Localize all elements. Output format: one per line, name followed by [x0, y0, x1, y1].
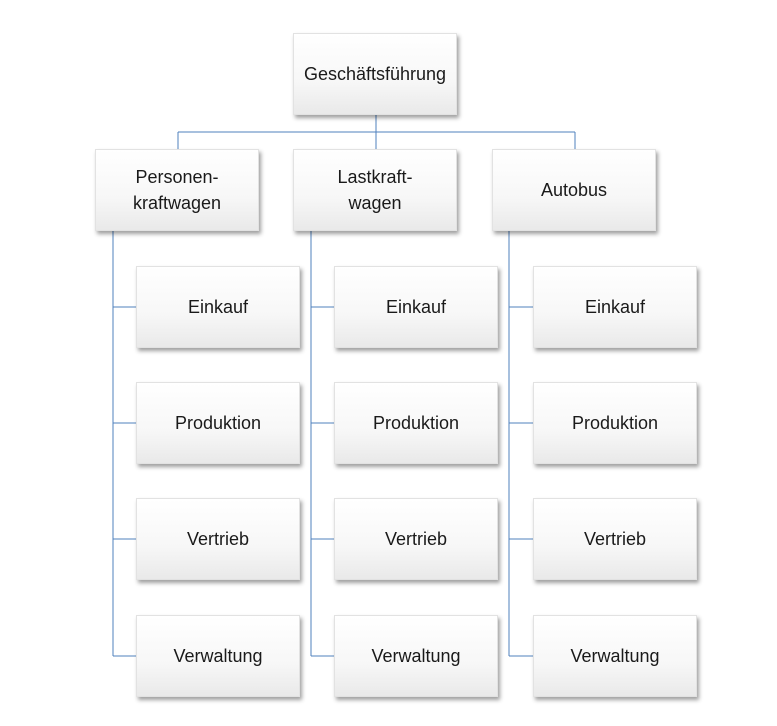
division-label: Personen- kraftwagen — [132, 167, 222, 213]
unit-box-pkw-einkauf: Einkauf — [136, 266, 300, 348]
unit-label: Einkauf — [187, 297, 249, 317]
unit-box-bus-produktion: Produktion — [533, 382, 697, 464]
unit-box-pkw-vertrieb: Vertrieb — [136, 498, 300, 580]
unit-label: Vertrieb — [186, 529, 250, 549]
unit-label: Verwaltung — [371, 646, 461, 666]
division-box-personenkraftwagen: Personen- kraftwagen — [95, 149, 259, 231]
division-box-lastkraftwagen: Lastkraft- wagen — [293, 149, 457, 231]
root-box-geschaeftsfuehrung: Geschäftsführung — [293, 33, 457, 115]
unit-box-bus-einkauf: Einkauf — [533, 266, 697, 348]
unit-box-lkw-vertrieb: Vertrieb — [334, 498, 498, 580]
unit-label: Vertrieb — [583, 529, 647, 549]
unit-box-pkw-verwaltung: Verwaltung — [136, 615, 300, 697]
unit-box-bus-vertrieb: Vertrieb — [533, 498, 697, 580]
division-label: Lastkraft- wagen — [337, 167, 413, 213]
division-label: Autobus — [540, 180, 608, 200]
unit-label: Produktion — [174, 413, 262, 433]
unit-label: Einkauf — [584, 297, 646, 317]
division-box-autobus: Autobus — [492, 149, 656, 231]
root-label: Geschäftsführung — [303, 64, 447, 84]
unit-box-bus-verwaltung: Verwaltung — [533, 615, 697, 697]
unit-box-lkw-einkauf: Einkauf — [334, 266, 498, 348]
unit-label: Einkauf — [385, 297, 447, 317]
unit-label: Produktion — [372, 413, 460, 433]
unit-box-lkw-produktion: Produktion — [334, 382, 498, 464]
unit-label: Verwaltung — [173, 646, 263, 666]
unit-box-lkw-verwaltung: Verwaltung — [334, 615, 498, 697]
unit-label: Verwaltung — [570, 646, 660, 666]
unit-label: Vertrieb — [384, 529, 448, 549]
unit-box-pkw-produktion: Produktion — [136, 382, 300, 464]
unit-label: Produktion — [571, 413, 659, 433]
